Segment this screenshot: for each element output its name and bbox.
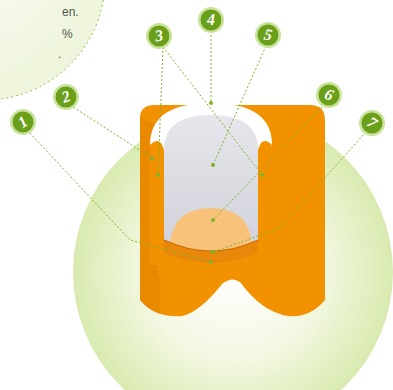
callout-number: 3 [146, 23, 171, 48]
text-fragment: en. [62, 5, 79, 19]
proximal-nail-fold [158, 250, 264, 275]
leader-lines [27, 31, 366, 262]
bubble-outline [0, 0, 105, 100]
callout-number: 5 [255, 22, 280, 47]
leader-line [27, 130, 211, 262]
leader-line [213, 104, 325, 220]
callout-badges [10, 7, 385, 136]
leader-dots [150, 101, 264, 264]
text-bubble [0, 0, 105, 100]
nail-free-edge [150, 103, 272, 265]
cuticle-edge [164, 240, 258, 251]
callout-number: 1 [8, 107, 39, 138]
leader-line [163, 47, 262, 175]
leader-line [211, 31, 212, 103]
leader-line [213, 132, 366, 252]
callout-number: 7 [357, 108, 388, 139]
lunula [170, 208, 252, 250]
leader-line [213, 46, 266, 165]
background-circle [73, 112, 393, 390]
right-nail-fold [258, 141, 272, 265]
text-fragment: . [58, 47, 61, 61]
callout-number: 2 [52, 83, 80, 111]
leader-line [158, 47, 163, 175]
leader-line [70, 105, 152, 158]
callout-number: 4 [200, 9, 222, 31]
text-fragment: % [62, 27, 73, 41]
callout-number: 6 [315, 81, 343, 109]
